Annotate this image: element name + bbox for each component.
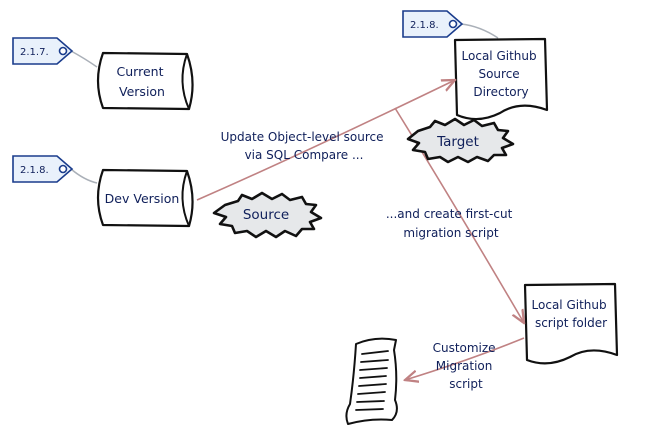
node-label: Dev Version <box>105 191 180 206</box>
svg-text:Local Github Source: Local Github Source Directory <box>462 49 541 99</box>
node-label-line: Version <box>119 84 165 99</box>
version-tag-current: 2.1.7. <box>12 37 98 68</box>
node-label-line: Local Github <box>462 49 537 63</box>
arrow-to-script-folder <box>394 107 524 323</box>
svg-text:Local Github script fold: Local Github script folder <box>532 298 611 330</box>
version-tag-dev: 2.1.8. <box>12 155 98 184</box>
script-document-icon <box>345 337 398 425</box>
version-tag-label: 2.1.7. <box>20 47 49 58</box>
version-tag-github: 2.1.8. <box>402 10 499 39</box>
node-label-line: Source <box>478 67 519 81</box>
source-badge: Source <box>212 191 323 239</box>
node-label-line: script folder <box>535 316 607 330</box>
current-version-node: Current Version <box>96 51 194 111</box>
node-label-line: Current <box>117 64 164 79</box>
arrow-to-migration-script <box>405 337 525 380</box>
target-badge: Target <box>406 117 515 164</box>
tag-hole-icon <box>58 164 68 174</box>
edge-label-update: Update Object-level source via SQL Compa… <box>221 130 388 162</box>
github-source-directory-node: Local Github Source Directory <box>453 37 549 121</box>
arrow-dev-to-source <box>196 80 455 201</box>
version-tag-label: 2.1.8. <box>20 165 49 176</box>
source-badge-label: Source <box>243 207 289 223</box>
dev-version-node: Dev Version <box>96 168 194 228</box>
node-label-line: Local Github <box>532 298 607 312</box>
tag-hole-icon <box>448 19 458 29</box>
target-badge-label: Target <box>436 134 479 150</box>
tag-hole-icon <box>58 46 68 56</box>
github-script-folder-node: Local Github script folder <box>523 282 619 365</box>
node-label-line: Directory <box>473 85 528 99</box>
edge-label-customize: Customize Migration script <box>433 341 500 391</box>
edge-label-create: ...and create first-cut migration script <box>386 207 516 240</box>
version-tag-label: 2.1.8. <box>410 20 439 31</box>
svg-text:Current Version: Current Version <box>117 64 168 99</box>
